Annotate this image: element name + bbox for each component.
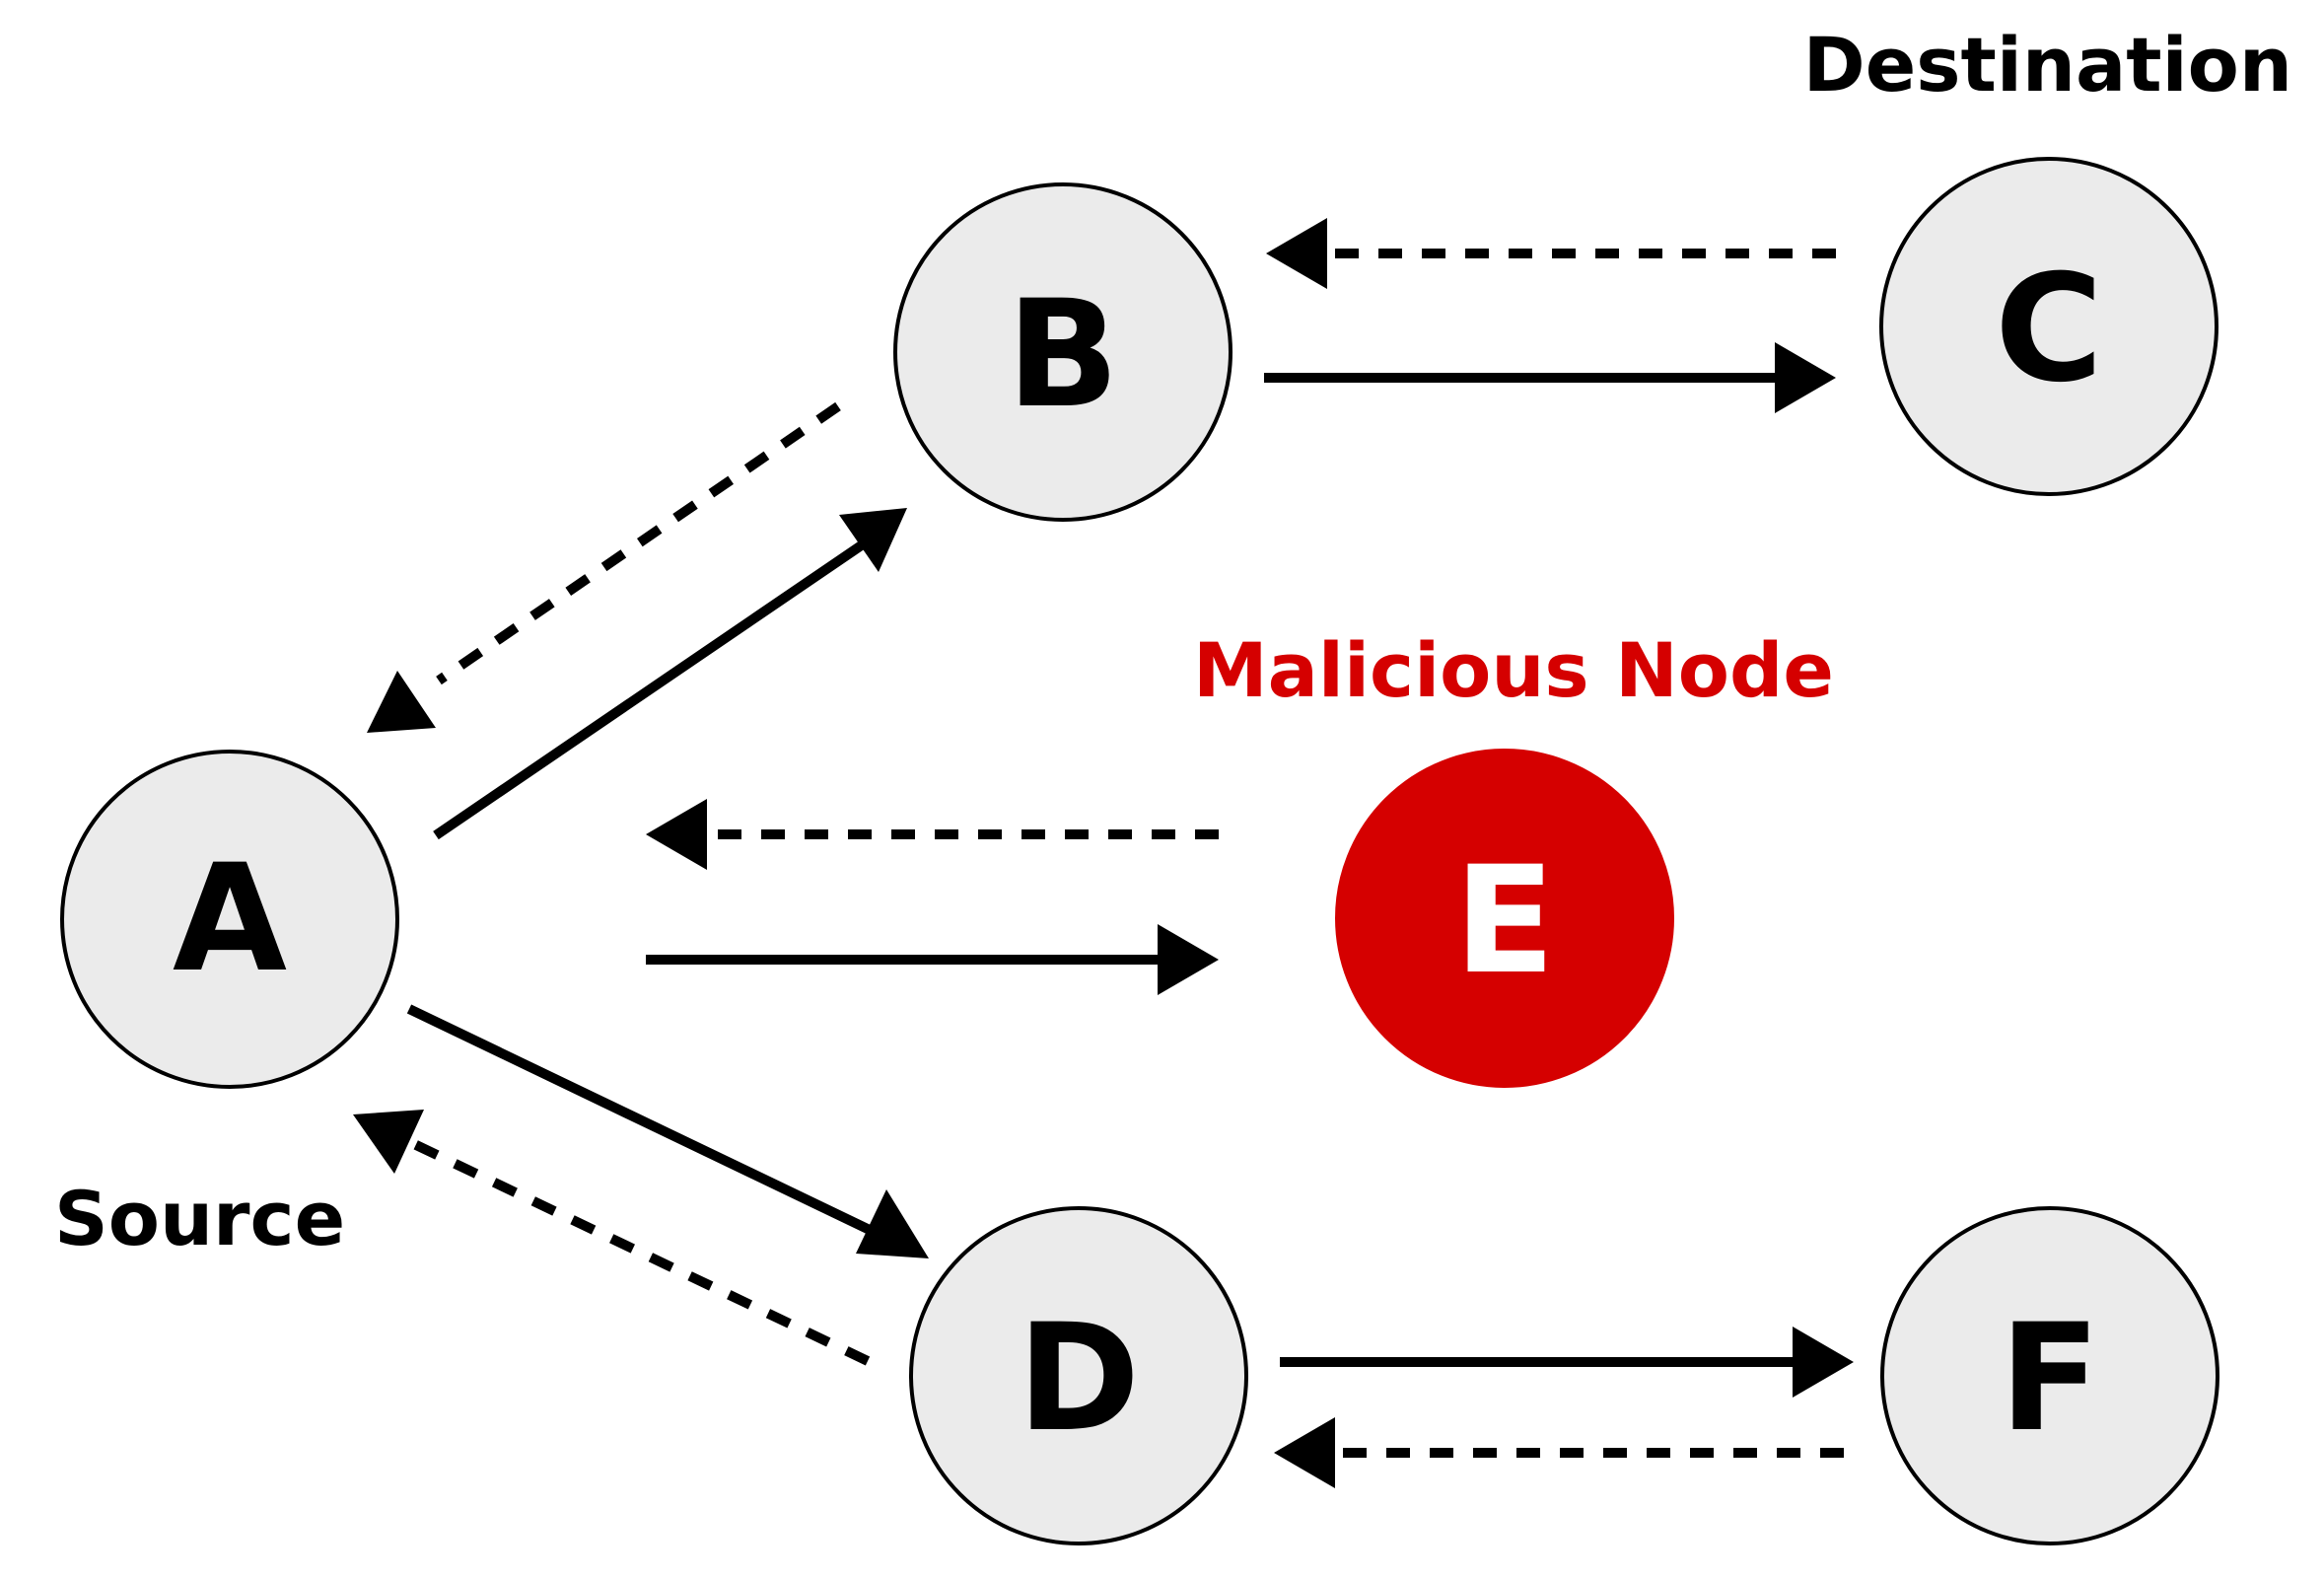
node-c-label: C (1995, 244, 2103, 415)
destination-caption: Destination (1803, 21, 2292, 108)
node-a: A (60, 750, 399, 1089)
edge-d-to-a (353, 1110, 871, 1366)
malicious-node-caption: Malicious Node (1193, 626, 1834, 714)
node-d-label: D (1018, 1293, 1141, 1465)
node-c: C (1879, 157, 2218, 496)
edge-e-to-a (646, 799, 1219, 870)
node-f-label: F (2000, 1293, 2100, 1465)
edge-c-to-b (1266, 218, 1836, 289)
node-a-label: A (173, 833, 287, 1005)
node-f: F (1880, 1206, 2219, 1545)
source-caption: Source (54, 1175, 345, 1262)
edge-a-to-d (406, 1004, 929, 1258)
edge-b-to-a (367, 401, 841, 733)
edge-f-to-d (1274, 1417, 1844, 1488)
node-b-label: B (1007, 269, 1119, 441)
edge-b-to-c (1264, 342, 1836, 413)
edge-d-to-f (1280, 1327, 1854, 1398)
node-b: B (893, 182, 1232, 522)
node-d: D (909, 1206, 1248, 1545)
node-e-malicious: E (1335, 749, 1674, 1088)
edge-a-to-b (433, 508, 907, 840)
node-e-label: E (1454, 835, 1555, 1007)
edge-a-to-e (646, 924, 1219, 995)
